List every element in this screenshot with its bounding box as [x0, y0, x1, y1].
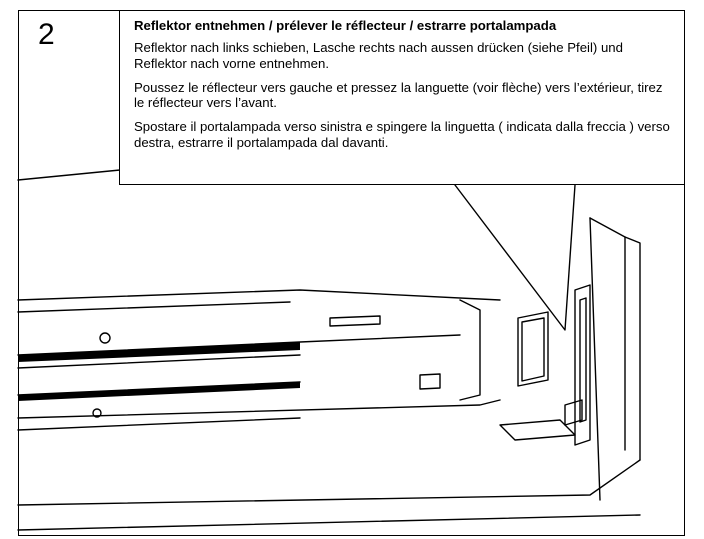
reflector-shading — [18, 342, 300, 401]
instruction-callout: Reflektor entnehmen / prélever le réflec… — [119, 10, 685, 185]
release-tab — [499, 284, 591, 446]
mounting-screws — [92, 332, 111, 418]
cabinet-housing — [17, 169, 641, 531]
step-number: 2 — [38, 18, 55, 51]
instruction-title: Reflektor entnehmen / prélever le réflec… — [134, 18, 557, 33]
instruction-italian: Spostare il portalampada verso sinistra … — [134, 119, 670, 151]
socket-slot — [517, 311, 549, 387]
instruction-french: Poussez le réflecteur vers gauche et pre… — [134, 79, 663, 111]
reflector-rail — [17, 289, 501, 431]
callout-pointer — [454, 184, 576, 331]
instruction-german: Reflektor nach links schieben, Lasche re… — [134, 39, 623, 71]
